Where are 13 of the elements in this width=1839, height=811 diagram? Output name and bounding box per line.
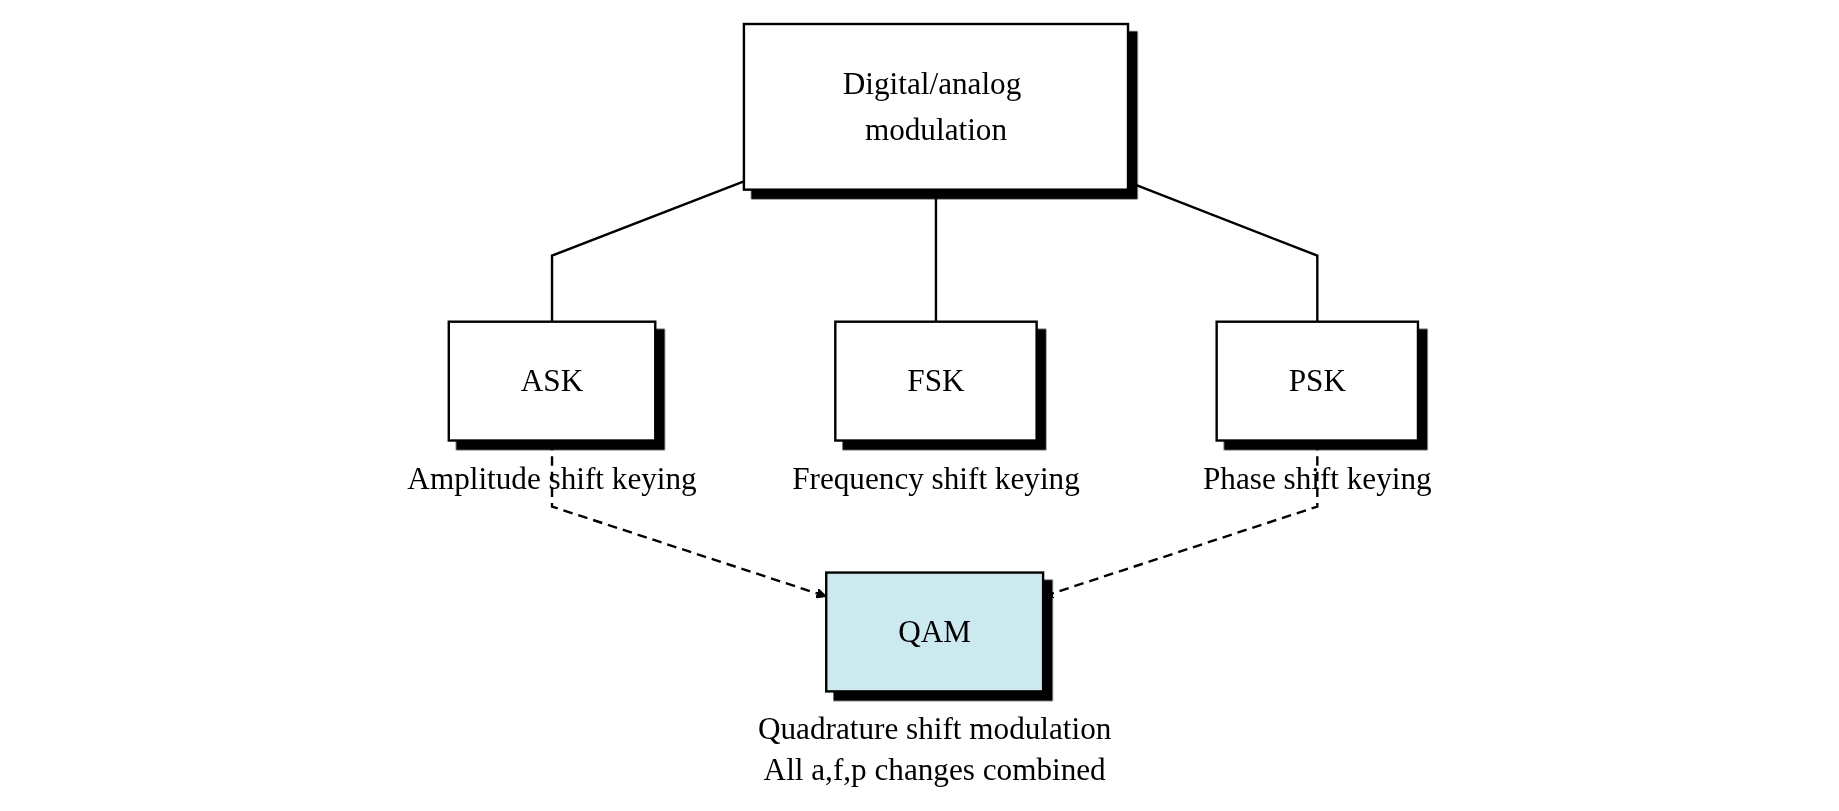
node-box: ASK — [447, 320, 657, 442]
node-caption: Frequency shift keying — [792, 460, 1080, 496]
connector — [1127, 180, 1319, 322]
node-caption: All a,f,p changes combined — [763, 752, 1106, 788]
node-box: QAM — [825, 571, 1045, 693]
node-caption: Phase shift keying — [1202, 460, 1432, 496]
node-box: FSK — [834, 320, 1038, 442]
node-caption: Quadrature shift modulation — [758, 711, 1112, 747]
node-box: Digital/analog modulation — [742, 22, 1130, 191]
connector — [934, 189, 938, 322]
arrow — [550, 440, 827, 599]
node-caption: Amplitude shift keying — [407, 460, 697, 496]
node-box: PSK — [1215, 320, 1420, 442]
